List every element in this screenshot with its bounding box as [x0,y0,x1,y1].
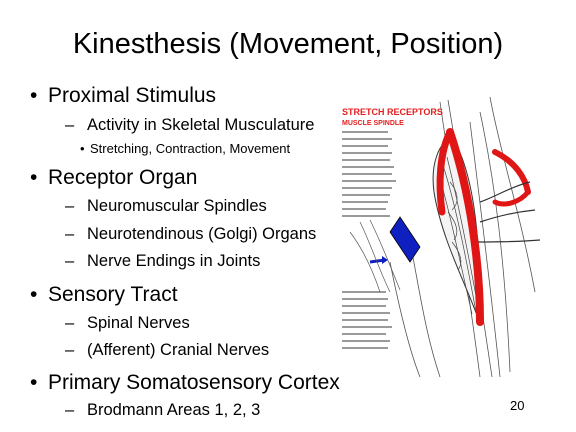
bullet-dot: • [80,141,85,156]
bullet-text: Neurotendinous (Golgi) Organs [87,225,317,243]
bullet-dash: – [65,252,75,270]
page-number: 20 [510,398,525,413]
spindle-red-fiber [446,128,484,326]
bullet-text: Sensory Tract [48,283,178,306]
efferent-red-nerve-hook [492,189,531,207]
bullet-text: Spinal Nerves [87,314,190,332]
bullet-text: Proximal Stimulus [48,84,217,107]
slide-title: Kinesthesis (Movement, Position) [72,28,504,60]
bullet-dash: – [65,197,75,215]
bullet-dot: • [30,166,38,189]
figure-heading: STRETCH RECEPTORS [342,107,443,117]
sub-bullet-neurotendinous: – Neurotendinous (Golgi) Organs [65,225,317,244]
sub-bullet-brodmann: – Brodmann Areas 1, 2, 3 [65,401,261,420]
bullet-text: (Afferent) Cranial Nerves [87,341,270,359]
bullet-dot: • [30,283,38,306]
blue-arrowhead [382,256,388,264]
stretch-receptor-illustration: STRETCH RECEPTORS MUSCLE SPINDLE [330,92,546,380]
bullet-text: Primary Somatosensory Cortex [48,371,340,394]
bullet-text: Nerve Endings in Joints [87,252,261,270]
golgi-organ-blue [389,216,421,263]
sub-bullet-neuromuscular: – Neuromuscular Spindles [65,197,267,216]
sub-sub-bullet-stretching: • Stretching, Contraction, Movement [80,141,291,156]
spindle-red-fiber-left [436,128,454,216]
tendon-lines [349,219,401,293]
efferent-red-nerve [492,149,531,195]
bullet-dash: – [65,116,75,134]
sub-bullet-nerve-endings: – Nerve Endings in Joints [65,252,261,271]
bullet-text: Activity in Skeletal Musculature [87,116,315,134]
afferent-nerves [477,181,541,243]
bullet-dash: – [65,341,75,359]
bullet-dash: – [65,225,75,243]
bullet-text: Stretching, Contraction, Movement [90,141,291,156]
bullet-text: Receptor Organ [48,166,198,189]
bullet-text: Brodmann Areas 1, 2, 3 [87,401,261,419]
sub-bullet-spinal-nerves: – Spinal Nerves [65,314,190,333]
bullet-dash: – [65,314,75,332]
figure-subheading: MUSCLE SPINDLE [342,120,404,127]
bullet-dash: – [65,401,75,419]
bullet-dot: • [30,371,38,394]
stretch-receptor-figure: STRETCH RECEPTORS MUSCLE SPINDLE [330,92,546,380]
bullet-text: Neuromuscular Spindles [87,197,267,215]
sub-bullet-activity: – Activity in Skeletal Musculature [65,116,315,135]
legend-lines [342,131,396,349]
bullet-dot: • [30,84,38,107]
sub-bullet-cranial-nerves: – (Afferent) Cranial Nerves [65,341,270,360]
